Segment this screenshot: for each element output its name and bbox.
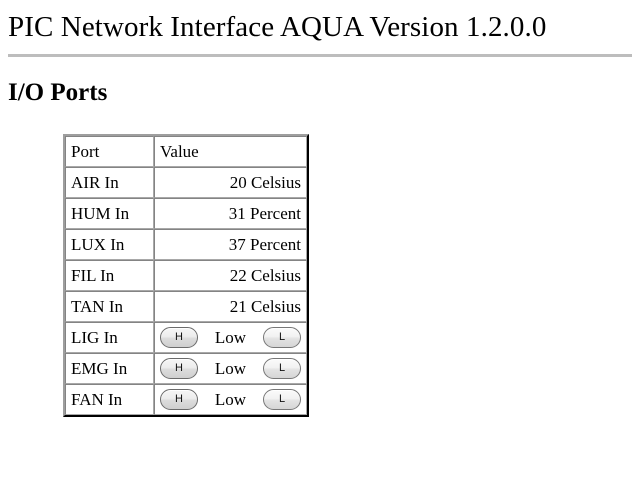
page-root: PIC Network Interface AQUA Version 1.2.0…: [8, 11, 632, 417]
toggle-state-label: Low: [214, 358, 247, 378]
port-value: 31 Percent: [154, 197, 307, 229]
port-name: AIR In: [65, 166, 154, 198]
port-name: EMG In: [65, 352, 154, 384]
toggle-control: H Low L: [160, 326, 301, 348]
header-divider: [8, 54, 632, 58]
port-name: TAN In: [65, 290, 154, 322]
column-header-port: Port: [65, 135, 154, 167]
port-name: LIG In: [65, 321, 154, 353]
port-name: FIL In: [65, 259, 154, 291]
port-value: 37 Percent: [154, 228, 307, 260]
table-row: FIL In 22 Celsius: [65, 259, 307, 291]
table-row: EMG In H Low L: [65, 352, 307, 384]
set-high-button[interactable]: H: [160, 326, 198, 348]
port-value: 22 Celsius: [154, 259, 307, 291]
set-low-button[interactable]: L: [263, 326, 301, 348]
column-header-value: Value: [154, 135, 307, 167]
port-value-toggle: H Low L: [154, 352, 307, 384]
table-row: AIR In 20 Celsius: [65, 166, 307, 198]
toggle-control: H Low L: [160, 388, 301, 410]
set-low-button[interactable]: L: [263, 357, 301, 379]
set-high-button[interactable]: H: [160, 388, 198, 410]
port-name: LUX In: [65, 228, 154, 260]
toggle-control: H Low L: [160, 357, 301, 379]
table-row: LIG In H Low L: [65, 321, 307, 353]
table-header-row: Port Value: [65, 135, 307, 167]
port-value: 21 Celsius: [154, 290, 307, 322]
section-heading-io-ports: I/O Ports: [8, 79, 108, 107]
page-title: PIC Network Interface AQUA Version 1.2.0…: [8, 11, 547, 43]
table-row: HUM In 31 Percent: [65, 197, 307, 229]
toggle-state-label: Low: [214, 389, 247, 409]
toggle-state-label: Low: [214, 327, 247, 347]
table-row: TAN In 21 Celsius: [65, 290, 307, 322]
port-value-toggle: H Low L: [154, 383, 307, 415]
table-row: LUX In 37 Percent: [65, 228, 307, 260]
io-ports-table-wrapper: Port Value AIR In 20 Celsius HUM In 31 P…: [8, 107, 632, 417]
port-name: HUM In: [65, 197, 154, 229]
port-value: 20 Celsius: [154, 166, 307, 198]
set-high-button[interactable]: H: [160, 357, 198, 379]
table-body: AIR In 20 Celsius HUM In 31 Percent LUX …: [65, 166, 307, 415]
table-row: FAN In H Low L: [65, 383, 307, 415]
port-value-toggle: H Low L: [154, 321, 307, 353]
port-name: FAN In: [65, 383, 154, 415]
set-low-button[interactable]: L: [263, 388, 301, 410]
table-header: Port Value: [65, 135, 307, 167]
io-ports-table: Port Value AIR In 20 Celsius HUM In 31 P…: [63, 133, 309, 417]
